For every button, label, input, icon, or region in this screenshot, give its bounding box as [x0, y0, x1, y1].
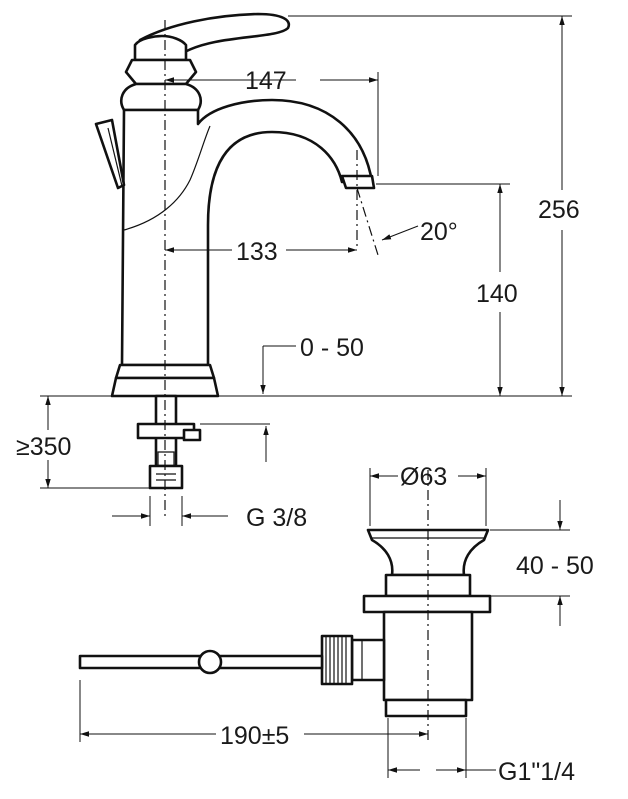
faucet-body-contour: [123, 125, 211, 231]
dim-spout-angle: 20°: [420, 218, 458, 246]
dim-spout-length: 133: [236, 238, 278, 266]
rod-ball: [197, 649, 223, 675]
popup-knob: [94, 118, 126, 190]
faucet-body-spout: [120, 98, 374, 367]
hose-connector: [148, 464, 184, 490]
faucet-bulb: [120, 82, 202, 112]
spout-tip: [340, 174, 376, 190]
dim-hose-length: ≥350: [16, 433, 71, 461]
faucet-cap: [133, 34, 188, 62]
faucet-dimensions: [40, 15, 572, 526]
dim-flange-range: 40 - 50: [516, 552, 594, 580]
waste-assembly: [78, 528, 492, 718]
dim-waste-diameter: Ø63: [400, 463, 447, 491]
dim-spout-reach: 147: [245, 67, 287, 95]
spout-angle-line: [356, 187, 379, 256]
dim-outlet-offset: 0 - 50: [300, 334, 364, 362]
dim-rod-length: 190±5: [220, 722, 289, 750]
waste-thread: [384, 698, 468, 718]
dim-total-height: 256: [538, 196, 580, 224]
faucet: [94, 12, 376, 490]
dim-outlet-height: 140: [476, 280, 518, 308]
waste-dimensions: [79, 468, 570, 778]
dim-hose-connection: G 3/8: [246, 504, 307, 532]
dim-waste-thread: G1"1/4: [498, 758, 575, 786]
waste-lock-nut: [362, 594, 492, 614]
